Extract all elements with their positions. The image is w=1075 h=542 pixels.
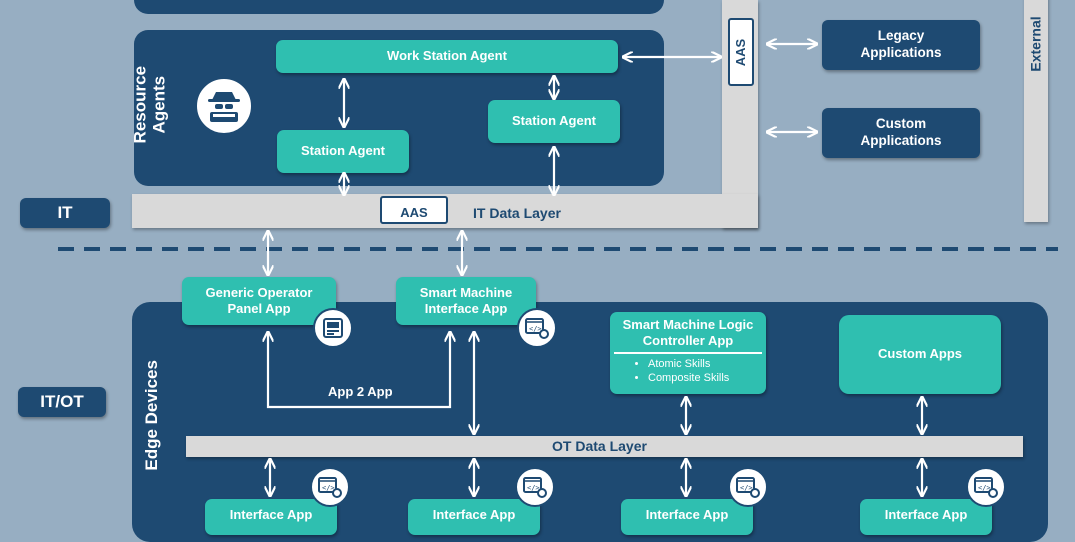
work-station-agent[interactable]: Work Station Agent (276, 40, 618, 73)
zone-it: IT (20, 198, 110, 228)
svg-text:</>: </> (529, 325, 542, 333)
svg-text:</>: </> (527, 484, 540, 492)
ot-data-layer-bar (186, 436, 1023, 457)
code-gear-icon-1: </> (310, 467, 350, 507)
station-agent-right[interactable]: Station Agent (488, 100, 620, 143)
skill-atomic: Atomic Skills (648, 357, 762, 372)
code-gear-icon-3: </> (728, 467, 768, 507)
logic-controller-app[interactable]: Smart Machine Logic Controller App Atomi… (610, 312, 766, 394)
skill-composite: Composite Skills (648, 371, 762, 386)
aas-bottom-tab: AAS (380, 196, 448, 224)
svg-text:</>: </> (740, 484, 753, 492)
external-bar (1024, 0, 1048, 222)
custom-apps[interactable]: Custom Apps (839, 315, 1001, 394)
code-gear-icon-4: </> (966, 467, 1006, 507)
logic-controller-title: Smart Machine Logic Controller App (614, 317, 762, 354)
spy-agent-icon (194, 76, 254, 136)
svg-text:</>: </> (322, 484, 335, 492)
custom-applications[interactable]: Custom Applications (822, 108, 980, 158)
zone-itot: IT/OT (18, 387, 106, 417)
generic-operator-panel-app[interactable]: Generic Operator Panel App (182, 277, 336, 325)
svg-text:</>: </> (978, 484, 991, 492)
skills-list: Atomic Skills Composite Skills (614, 357, 762, 387)
upper-panel-remnant (134, 0, 664, 14)
smart-machine-interface-app[interactable]: Smart Machine Interface App (396, 277, 536, 325)
aas-vertical-tab: AAS (728, 18, 754, 86)
it-data-layer-label: IT Data Layer (473, 205, 561, 221)
app2app-label: App 2 App (328, 384, 393, 399)
arrow-app2app (268, 333, 450, 409)
aas-bottom-label: AAS (400, 204, 428, 220)
station-agent-left[interactable]: Station Agent (277, 130, 409, 173)
code-gear-icon-interface: </> (517, 308, 557, 348)
legacy-applications[interactable]: Legacy Applications (822, 20, 980, 70)
code-gear-icon-2: </> (515, 467, 555, 507)
connectors-layer (58, 0, 1058, 518)
ot-data-layer-label: OT Data Layer (552, 438, 647, 454)
